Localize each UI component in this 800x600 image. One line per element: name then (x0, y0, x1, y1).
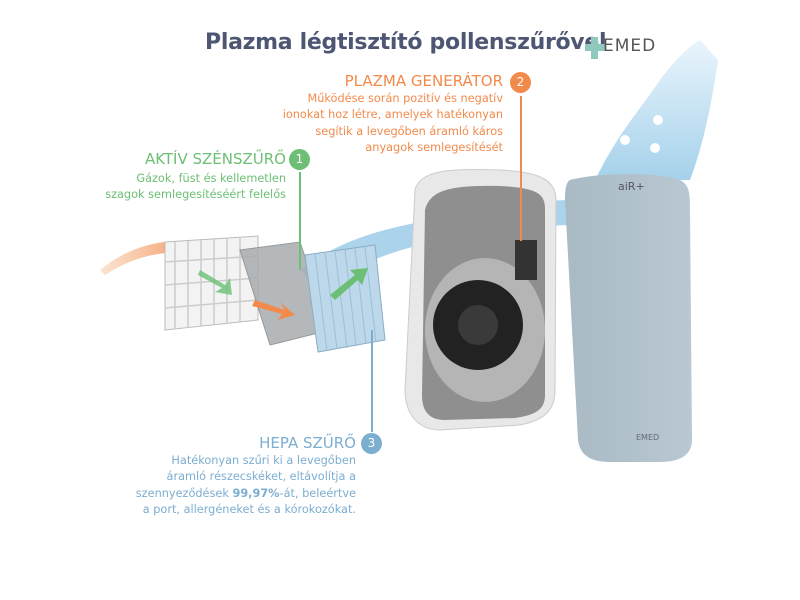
pre-filter-grill (164, 235, 259, 331)
description-line: ionokat hoz létre, amelyek hatékonyan (282, 108, 503, 122)
purifier-housing (404, 168, 557, 431)
carbon-leader-line (299, 172, 301, 270)
description-line: a port, allergéneket és a kórokozókat. (142, 502, 356, 516)
description-line: szennyeződések 99,97%-át, beleértve (136, 486, 356, 502)
plasma-leader-line (520, 96, 522, 241)
page-title: Plazma légtisztító pollenszűrővel (205, 30, 607, 55)
product-badge: aiR+ (618, 180, 645, 193)
panel-logo: EMED (636, 433, 659, 442)
airflow-outlet-stream (595, 40, 718, 180)
description-line: Működése során pozitív és negatív (307, 92, 504, 105)
airflow-arrow-orange (252, 300, 295, 320)
description-line: anyagok semlegesítését (365, 140, 503, 154)
plasma-generator-module (515, 240, 537, 280)
description-line: segítik a levegőben áramló káros (315, 124, 503, 138)
hepa-filter (304, 244, 386, 353)
description-line: Hatékonyan szűri ki a levegőben (171, 454, 356, 467)
emed-logo: EMED (585, 34, 665, 62)
description-line: áramló részecskéket, eltávolítja a (166, 470, 356, 484)
ion-particles (620, 100, 663, 153)
description-line: Gázok, füst és kellemetlen (136, 172, 286, 185)
hepa-filter-label: HEPA SZŰRŐ (259, 434, 356, 452)
efficiency-value: 99,97% (232, 486, 280, 500)
plasma-number-badge: 2 (510, 72, 531, 93)
plasma-generator-label: PLAZMA GENERÁTOR (344, 72, 503, 90)
carbon-filter-label: AKTÍV SZÉNSZŰRŐ (144, 150, 286, 168)
carbon-filter-description: Gázok, füst és kellemetlen szagok semleg… (105, 171, 286, 204)
description-text: -át, beleértve (279, 486, 356, 500)
description-line: szagok semlegesítéséért felelős (105, 188, 286, 202)
airflow-arrow-green-2 (330, 268, 368, 300)
logo-text: EMED (603, 36, 657, 56)
hepa-number-badge: 3 (361, 433, 382, 454)
cross-logo-icon (585, 37, 605, 59)
hepa-filter-description: Hatékonyan szűri ki a levegőben áramló r… (136, 453, 356, 518)
carbon-number-badge: 1 (289, 149, 310, 170)
hepa-leader-line (371, 330, 373, 432)
airflow-arrow-green (198, 270, 232, 295)
plasma-generator-description: Működése során pozitív és negatív ionoka… (283, 91, 503, 156)
description-text: szennyeződések (135, 486, 233, 500)
front-panel (565, 174, 692, 462)
